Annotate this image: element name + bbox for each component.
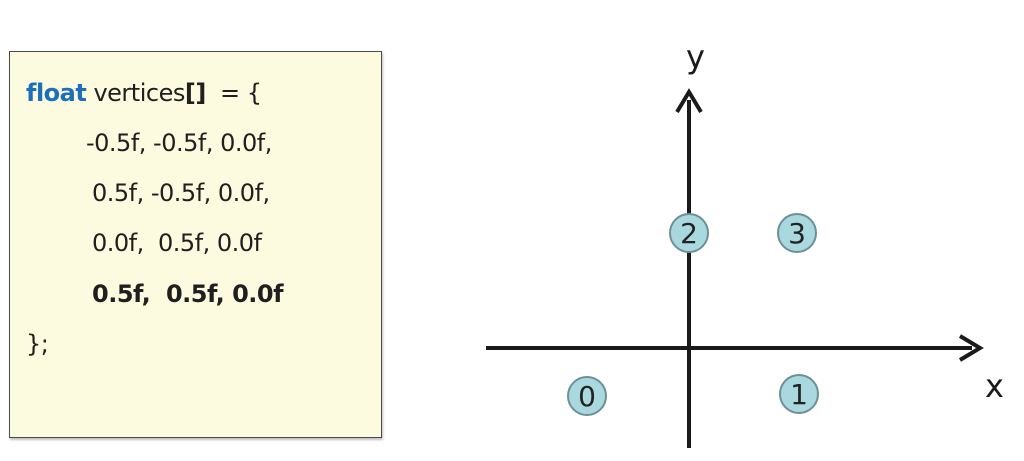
vertex-2-label: 2 (680, 217, 698, 250)
vertex-2: 2 (669, 213, 709, 253)
vertex-3-label: 3 (788, 217, 806, 250)
y-axis-arrowhead (675, 88, 703, 114)
vertex-row-2: 0.0f, 0.5f, 0.0f (92, 229, 262, 257)
declaration-rest: = { (205, 79, 262, 107)
vertex-0-circle (567, 376, 607, 416)
keyword-float: float (26, 79, 87, 107)
vertex-3-circle (777, 213, 817, 253)
vertex-row-3: 0.5f, 0.5f, 0.0f (92, 280, 284, 308)
array-name: vertices (86, 79, 185, 107)
closing-brace: }; (26, 330, 49, 358)
vertex-1-label: 1 (790, 378, 808, 411)
vertex-1: 1 (779, 374, 819, 414)
x-axis-arrowhead (958, 334, 984, 362)
vertex-0: 0 (567, 376, 607, 416)
vertex-row-0: -0.5f, -0.5f, 0.0f, (86, 129, 272, 157)
vertex-1-circle (779, 374, 819, 414)
vertex-2-circle (669, 213, 709, 253)
declaration-line: float vertices[] = { (26, 78, 262, 108)
y-axis-label: y (686, 38, 705, 76)
code-box: float vertices[] = { -0.5f, -0.5f, 0.0f,… (9, 51, 382, 438)
array-brackets: [] (184, 79, 206, 107)
x-axis-label: x (985, 367, 1004, 405)
vertex-0-label: 0 (578, 380, 596, 413)
vertex-row-1: 0.5f, -0.5f, 0.0f, (92, 179, 270, 207)
vertex-3: 3 (777, 213, 817, 253)
